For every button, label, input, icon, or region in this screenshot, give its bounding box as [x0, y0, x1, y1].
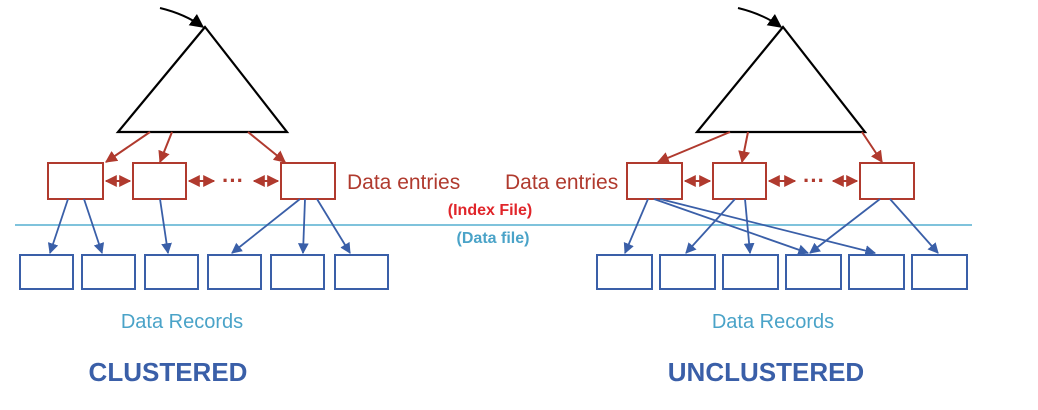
data-records-label: Data Records: [121, 311, 243, 333]
tree-to-entry-arrow: [247, 131, 286, 163]
data-record-box: [659, 254, 716, 290]
data-entry-box: [47, 162, 104, 200]
unclustered-diagram: ··· Data Records UNCLUSTERED: [596, 7, 968, 387]
entry-to-record-arrow: [653, 198, 810, 255]
data-entry-box: [132, 162, 187, 200]
entry-to-record-arrow: [743, 198, 755, 255]
data-record-box: [596, 254, 653, 290]
data-record-box: [19, 254, 74, 290]
root-pointer-arrow: [159, 7, 205, 28]
tree-to-entry-arrow: [656, 131, 731, 164]
clustered-diagram: ··· Data Records CLUSTERED: [19, 7, 389, 387]
entry-to-record-arrow: [159, 198, 172, 255]
data-record-box: [722, 254, 779, 290]
index-tree-triangle: [115, 25, 290, 134]
data-record-box: [270, 254, 325, 290]
root-pointer-arrow: [737, 7, 783, 28]
data-record-box: [848, 254, 905, 290]
data-entry-box: [626, 162, 683, 200]
entry-to-record-arrow: [231, 198, 301, 254]
data-record-box: [785, 254, 842, 290]
data-entries-label-right: Data entries: [505, 171, 618, 194]
data-record-box: [81, 254, 136, 290]
data-file-label: (Data file): [457, 230, 530, 247]
data-record-box: [911, 254, 968, 290]
tree-to-entry-arrow: [158, 131, 173, 164]
index-file-label: (Index File): [448, 202, 532, 219]
ellipsis: ···: [803, 168, 825, 193]
data-entry-box: [712, 162, 767, 200]
data-record-box: [334, 254, 389, 290]
tree-to-entry-arrow: [105, 131, 151, 163]
entry-to-record-arrow: [623, 198, 649, 254]
entry-to-record-arrow: [83, 198, 105, 255]
entry-to-record-arrow: [316, 198, 351, 254]
entry-to-record-arrow: [297, 198, 309, 255]
clustered-title: CLUSTERED: [89, 357, 248, 387]
index-tree-triangle: [694, 25, 868, 134]
tree-to-entry-arrow: [738, 131, 751, 164]
ellipsis: ···: [222, 168, 244, 193]
entry-to-record-arrow: [47, 198, 69, 255]
data-entries-label-left: Data entries: [347, 171, 460, 194]
data-record-box: [207, 254, 262, 290]
entry-to-record-arrow: [659, 198, 877, 256]
data-record-box: [144, 254, 199, 290]
tree-to-entry-arrow: [861, 131, 883, 163]
entry-to-record-arrow: [685, 198, 736, 254]
entry-to-record-arrow: [809, 198, 881, 254]
entry-to-record-arrow: [889, 198, 939, 254]
data-entry-box: [280, 162, 336, 200]
unclustered-title: UNCLUSTERED: [668, 357, 864, 387]
data-entry-box: [859, 162, 915, 200]
data-records-label: Data Records: [712, 311, 834, 333]
